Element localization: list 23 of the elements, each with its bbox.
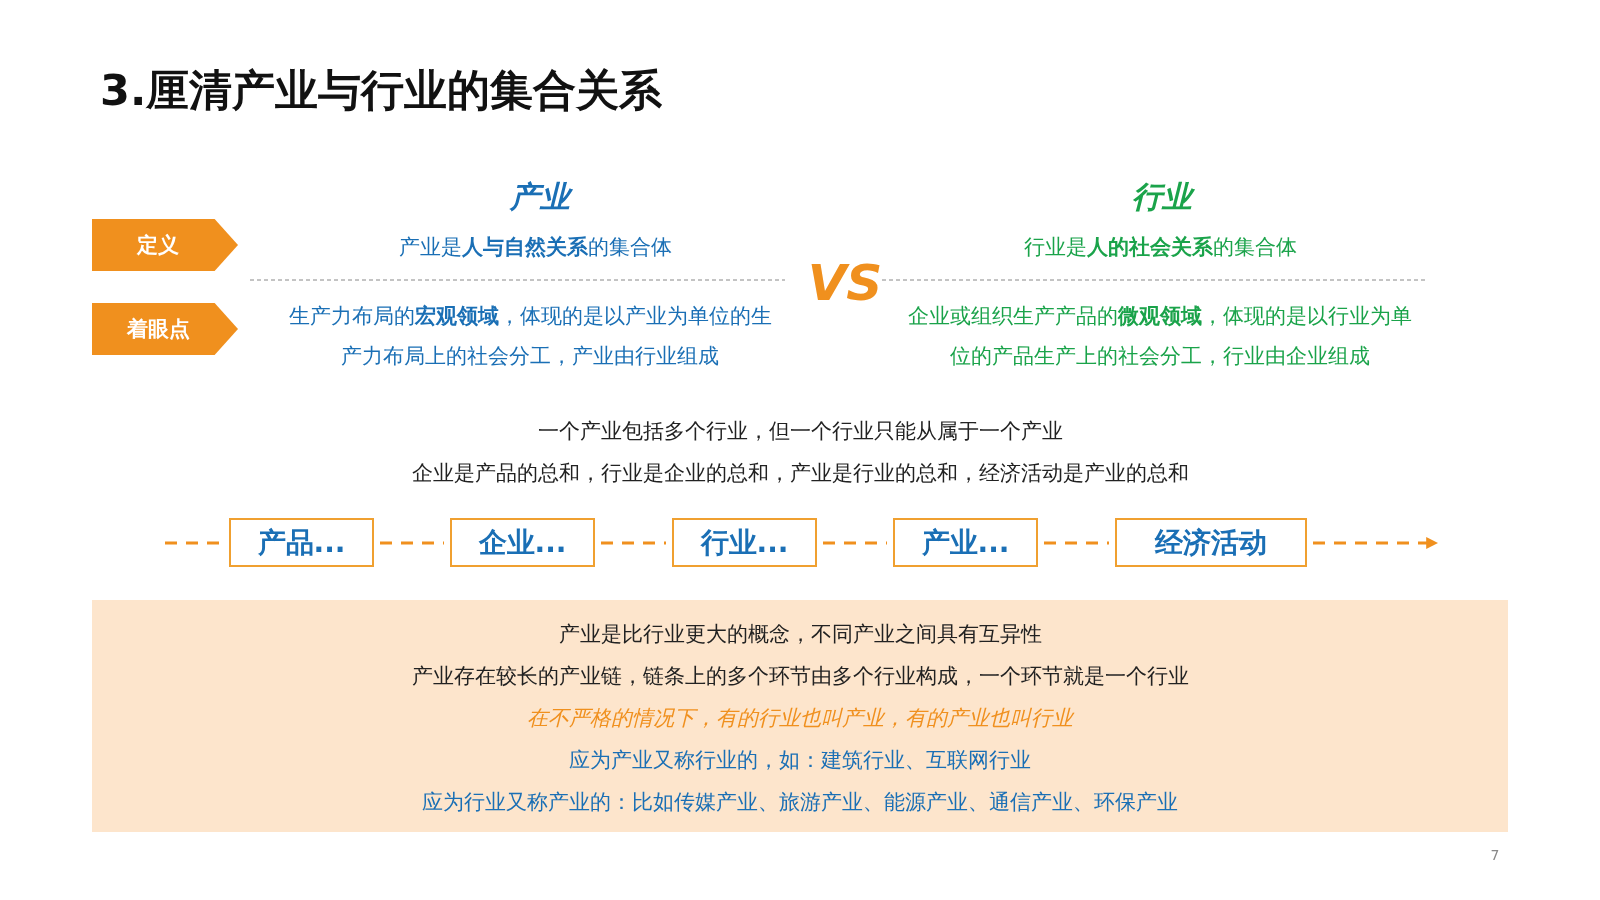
slide-title: 3.厘清产业与行业的集合关系 [100,64,663,117]
column-heading: 产业 [440,168,640,225]
focus-text: 生产力布局的宏观领域，体现的是以产业为单位的生产力布局上的社会分工，产业由行业组成 [287,303,773,370]
column-heading: 行业 [1062,168,1262,225]
page-number: 7 [1489,846,1501,865]
note-panel [92,600,1508,832]
focus-text: 企业或组织生产产品的微观领域，体现的是以行业为单位的产品生产上的社会分工，行业由企业组成 [907,303,1413,370]
dashed-arrow [1313,537,1439,549]
note-text: 产业是比行业更大的概念，不同产业之间具有互异性 [557,621,1043,648]
summary-text: 企业是产品的总和，行业是企业的总和，产业是行业的总和，经济活动是产业的总和 [410,460,1190,487]
flow-box: 产品... [229,518,374,567]
note-text: 应为产业又称行业的，如：建筑行业、互联网行业 [568,747,1032,774]
flow-box: 行业... [672,518,817,567]
note-text: 产业存在较长的产业链，链条上的多个环节由多个行业构成，一个环节就是一个行业 [410,663,1190,690]
summary-text: 一个产业包括多个行业，但一个行业只能从属于一个产业 [536,418,1064,445]
flow-box: 产业... [893,518,1038,567]
definition-text: 行业是人的社会关系的集合体 [1022,234,1298,261]
definition-text: 产业是人与自然关系的集合体 [397,234,673,261]
note-text: 在不严格的情况下，有的行业也叫产业，有的产业也叫行业 [526,705,1075,732]
flow-box: 企业... [450,518,595,567]
note-text: 应为行业又称产业的：比如传媒产业、旅游产业、能源产业、通信产业、环保产业 [421,789,1179,816]
flow-box: 经济活动 [1115,518,1307,567]
vs-text: VS [806,253,884,313]
